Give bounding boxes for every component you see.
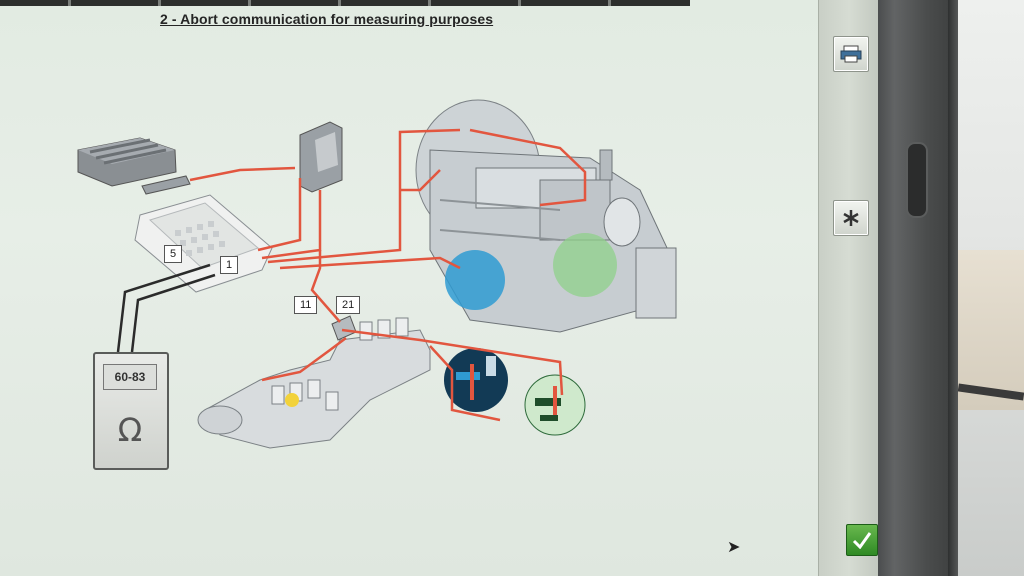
valve-block	[197, 317, 431, 449]
sensor-connector	[299, 121, 343, 193]
wiring-diagram	[77, 99, 677, 449]
background-object	[958, 250, 1024, 410]
settings-button[interactable]	[833, 200, 869, 236]
app-screen: 2 - Abort communication for measuring pu…	[0, 0, 830, 576]
right-toolbar	[818, 0, 879, 576]
background-desk	[957, 0, 1024, 576]
page-title: 2 - Abort communication for measuring pu…	[160, 11, 494, 27]
print-button[interactable]	[833, 36, 869, 72]
detail-circle-blue	[444, 348, 508, 412]
ok-button[interactable]	[846, 524, 878, 556]
highlight-blue-sensor	[445, 250, 505, 310]
mouse-cursor-icon: ➤	[727, 537, 741, 556]
bezel-latch	[906, 142, 928, 218]
connector-11-21	[331, 315, 357, 341]
top-tab-bar	[0, 0, 690, 6]
control-unit	[77, 137, 177, 187]
label-pin-11: 11	[294, 296, 318, 314]
bezel-edge	[948, 0, 958, 576]
label-pin-21: 21	[336, 296, 361, 314]
measuring-leads	[116, 263, 216, 353]
meter-reading: 60-83	[103, 364, 157, 390]
ohm-icon: Ω	[117, 411, 143, 449]
detail-circle-green	[524, 374, 586, 436]
label-pin-5: 5	[164, 245, 183, 263]
print-icon	[840, 45, 862, 63]
checkmark-icon	[852, 532, 872, 549]
multimeter: 60-83 Ω	[93, 352, 169, 470]
highlight-green-sensor	[553, 233, 617, 297]
wiring-harness	[189, 128, 587, 422]
connector-plug	[141, 175, 191, 195]
label-pin-1: 1	[220, 256, 239, 274]
asterisk-icon	[843, 210, 859, 226]
laptop-bezel	[878, 0, 960, 576]
